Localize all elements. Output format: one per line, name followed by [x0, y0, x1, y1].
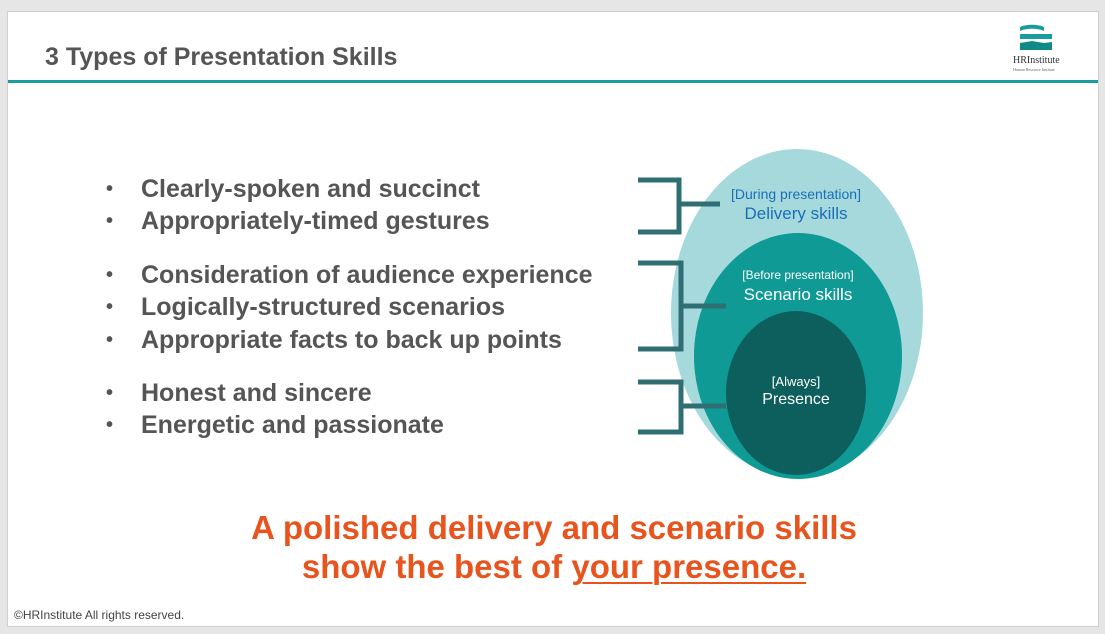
bullet-dot-icon: •	[106, 296, 114, 318]
delivery-tag: [During presentation]	[731, 186, 861, 202]
tagline-line1: A polished delivery and scenario skills	[251, 509, 857, 546]
presence-tag: [Always]	[771, 374, 821, 389]
bullet-item: • Appropriately-timed gestures	[106, 206, 490, 236]
copyright-footer: ©HRInstitute All rights reserved.	[14, 608, 185, 622]
presence-name: Presence	[762, 391, 830, 408]
bullet-text: Energetic and passionate	[141, 411, 444, 439]
delivery-label: [During presentation] Delivery skills	[731, 186, 861, 224]
presence-ring	[726, 311, 866, 475]
bullet-dot-icon: •	[106, 264, 114, 286]
bullet-text: Appropriately-timed gestures	[141, 207, 490, 235]
bullet-dot-icon: •	[106, 210, 114, 232]
scenario-tag: [Before presentation]	[742, 268, 854, 282]
logo-subtext: Human Resource Institute	[1013, 67, 1055, 72]
bullet-item: • Honest and sincere	[106, 378, 372, 408]
bullet-dot-icon: •	[106, 178, 114, 200]
bullet-dot-icon: •	[106, 329, 114, 351]
bracket-scenario	[638, 260, 726, 352]
bullet-text: Logically-structured scenarios	[141, 293, 506, 321]
bullet-text: Consideration of audience experience	[141, 261, 593, 289]
scenario-name: Scenario skills	[743, 285, 853, 304]
bullet-text: Appropriate facts to back up points	[141, 326, 562, 354]
bracket-delivery	[638, 177, 720, 235]
bracket-presence	[638, 379, 726, 435]
slide: 3 Types of Presentation Skills HRInstitu…	[7, 11, 1099, 627]
bullet-item: • Appropriate facts to back up points	[106, 325, 562, 355]
tagline-line2: show the best of your presence.	[8, 547, 1098, 587]
presence-label: [Always] Presence	[762, 374, 830, 409]
bullet-item: • Clearly-spoken and succinct	[106, 174, 480, 204]
hrinstitute-logo-icon	[1020, 24, 1052, 50]
delivery-name: Delivery skills	[744, 204, 848, 223]
tagline-emphasis: your presence.	[571, 548, 807, 585]
bullet-text: Honest and sincere	[141, 379, 372, 407]
skills-diagram	[638, 149, 923, 479]
bullet-item: • Logically-structured scenarios	[106, 292, 505, 322]
bullet-item: • Consideration of audience experience	[106, 260, 593, 290]
bullet-text: Clearly-spoken and succinct	[141, 175, 481, 203]
bullet-dot-icon: •	[106, 414, 114, 436]
logo-text: HRInstitute	[1013, 55, 1060, 66]
bullet-dot-icon: •	[106, 382, 114, 404]
slide-title: 3 Types of Presentation Skills	[45, 43, 398, 71]
bullet-item: • Energetic and passionate	[106, 410, 444, 440]
tagline-line2-prefix: show the best of	[301, 548, 572, 585]
scenario-label: [Before presentation] Scenario skills	[742, 268, 853, 305]
title-divider	[8, 80, 1098, 83]
